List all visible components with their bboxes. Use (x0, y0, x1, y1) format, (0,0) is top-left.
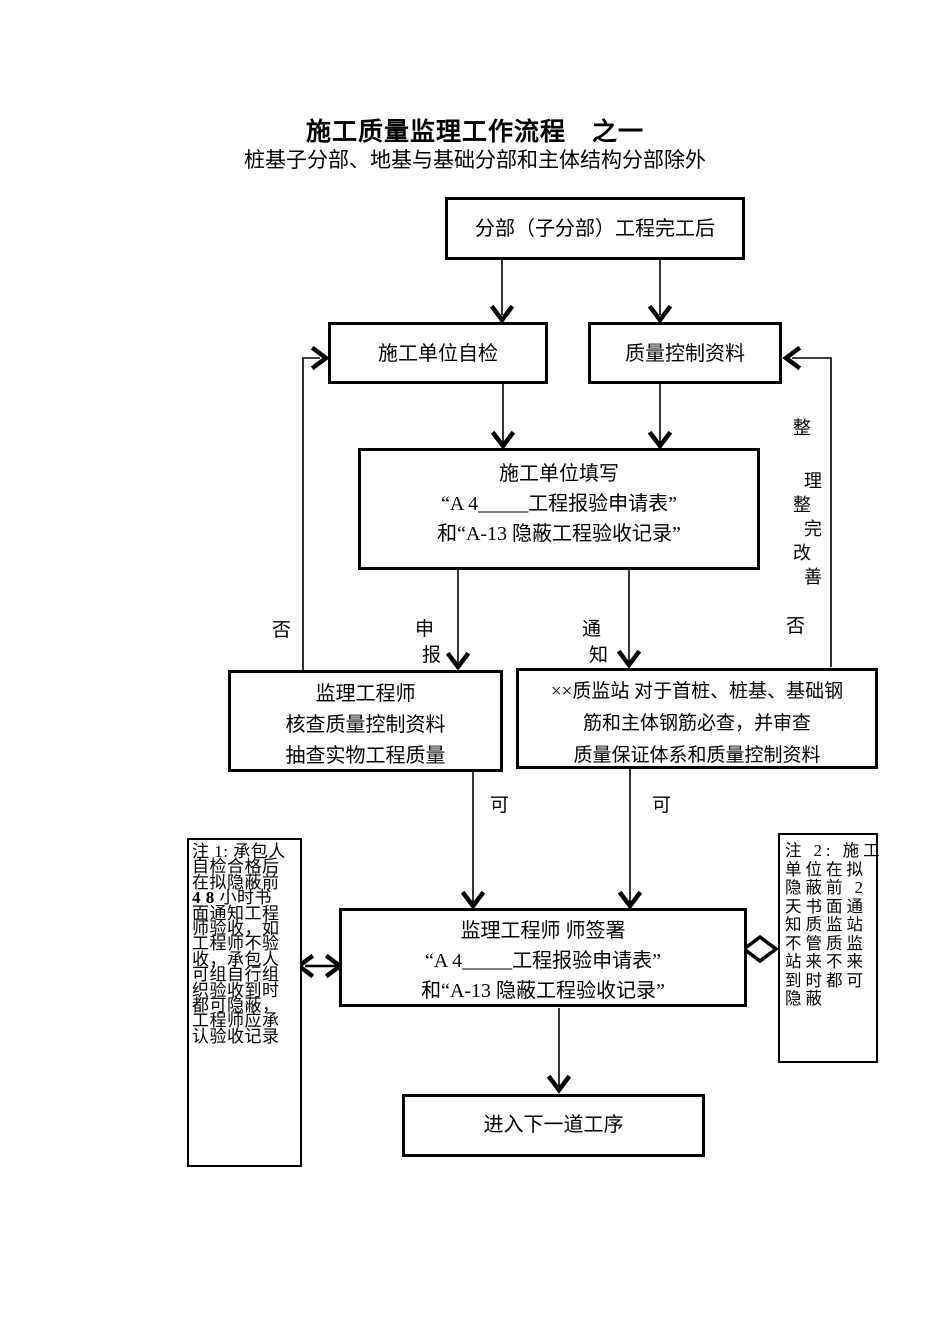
label-apply: 申 报 (415, 619, 442, 666)
sign-line-3: 和“A-13 隐蔽工程验收记录” (421, 980, 665, 1002)
arrow-station-to-sign (617, 768, 643, 910)
note-1-box: 注 1: 承包人 自检合格后 在拟隐蔽前 4 8 小时书 面通知工程 师验收，如… (187, 838, 302, 1167)
label-ok-left: 可 (490, 795, 510, 816)
label-rectify-perfect: 整 理 整 完 改 善 (793, 418, 822, 587)
note2-line: 站来不来 (785, 952, 867, 971)
box-subproject-completed: 分部（子分部）工程完工后 (445, 197, 745, 260)
note1-line: 工程师不验 (192, 934, 280, 954)
arrow-fill-to-station (616, 570, 642, 669)
arrow-qcdata-to-fill (647, 384, 673, 450)
sign-line-1: 监理工程师 师签署 (460, 920, 626, 942)
page-subtitle: 桩基子分部、地基与基础分部和主体结构分部除外 (244, 148, 706, 172)
note1-line: 都可隐蔽， (192, 996, 280, 1016)
station-line-2: 筋和主体钢筋必查，并审查 (582, 713, 811, 734)
note1-line: 收，承包人 (192, 949, 280, 969)
note1-line: 织验收到时 (192, 980, 280, 1000)
label-no-right: 否 (786, 616, 806, 637)
note1-line: 师验收，如 (192, 919, 280, 939)
fill-line-1: 施工单位填写 (499, 463, 619, 485)
note2-line: 知质监站 (785, 915, 867, 934)
note1-bold-hours: 4 8 (192, 888, 215, 908)
arrow-complete-to-qcdata (647, 260, 673, 324)
supervisor-line-2: 核查质量控制资料 (285, 714, 446, 736)
sign-line-2: “A 4_____工程报验申请表” (424, 950, 662, 972)
box-quality-control-data: 质量控制资料 (588, 322, 782, 384)
note2-line: 单位在拟 (785, 859, 867, 879)
note2-line: 隐蔽 (785, 989, 826, 1008)
arrow-fill-to-supervisor (445, 570, 471, 671)
note1-double-arrow (295, 953, 344, 979)
note1-line: 4 8 小时书 (192, 888, 272, 908)
station-line-1: ××质监站 对于首桩、桩基、基础钢 (550, 681, 844, 702)
box-next-process: 进入下一道工序 (402, 1094, 705, 1157)
box-quality-control-data-label: 质量控制资料 (625, 343, 745, 365)
note1-line: 可组自行组 (192, 965, 280, 985)
note1-line: 在拟隐蔽前 (192, 872, 280, 892)
note1-line: 面通知工程 (192, 903, 280, 923)
arrow-selfcheck-to-fill (490, 384, 516, 450)
note1-line: 认验收记录 (192, 1026, 280, 1046)
box-contractor-self-check-label: 施工单位自检 (378, 343, 498, 365)
supervisor-line-3: 抽查实物工程质量 (285, 745, 446, 767)
note-2-box: 注 2: 施工 单位在拟 隐蔽前 2 天书面通 知质监站 不管质监 站来不来 到… (778, 833, 884, 1063)
note2-line: 不管质监 (785, 933, 867, 953)
box-subproject-completed-label: 分部（子分部）工程完工后 (475, 218, 715, 240)
note2-line: 注 2: 施工 (785, 841, 884, 860)
note2-line: 隐蔽前 2 (785, 878, 867, 897)
fill-line-3: 和“A-13 隐蔽工程验收记录” (437, 523, 681, 545)
box-engineer-signs-forms: 监理工程师 师签署 “A 4_____工程报验申请表” 和“A-13 隐蔽工程验… (339, 908, 747, 1007)
arrow-complete-to-selfcheck (489, 260, 515, 324)
note1-line: 工程师应承 (192, 1011, 280, 1031)
arrow-sign-to-next (546, 1008, 572, 1094)
box-next-process-label: 进入下一道工序 (483, 1114, 624, 1136)
page-title: 施工质量监理工作流程 之一 (305, 119, 644, 146)
box-supervising-engineer-check: 监理工程师 核查质量控制资料 抽查实物工程质量 (228, 670, 503, 772)
note1-line: 自检合格后 (192, 857, 280, 877)
station-line-3: 质量保证体系和质量控制资料 (573, 745, 821, 766)
box-contractor-self-check: 施工单位自检 (328, 322, 548, 384)
label-notify: 通 知 (582, 619, 609, 666)
box-quality-station-inspection: ××质监站 对于首桩、桩基、基础钢 筋和主体钢筋必查，并审查 质量保证体系和质量… (516, 668, 878, 769)
note1-line: 注 1: 承包人 (192, 842, 286, 861)
arrow-supervisor-to-sign (460, 772, 486, 910)
label-no-left: 否 (272, 620, 292, 641)
supervisor-line-1: 监理工程师 (315, 683, 416, 705)
fill-line-2: “A 4_____工程报验申请表” (440, 493, 678, 515)
note2-diamond-connector (741, 934, 779, 964)
note2-line: 到时都可 (785, 970, 867, 990)
box-contractor-fills-forms: 施工单位填写 “A 4_____工程报验申请表” 和“A-13 隐蔽工程验收记录… (358, 448, 760, 570)
label-ok-right: 可 (652, 795, 672, 816)
feedback-left-loop (302, 345, 330, 670)
note2-line: 天书面通 (785, 896, 867, 916)
